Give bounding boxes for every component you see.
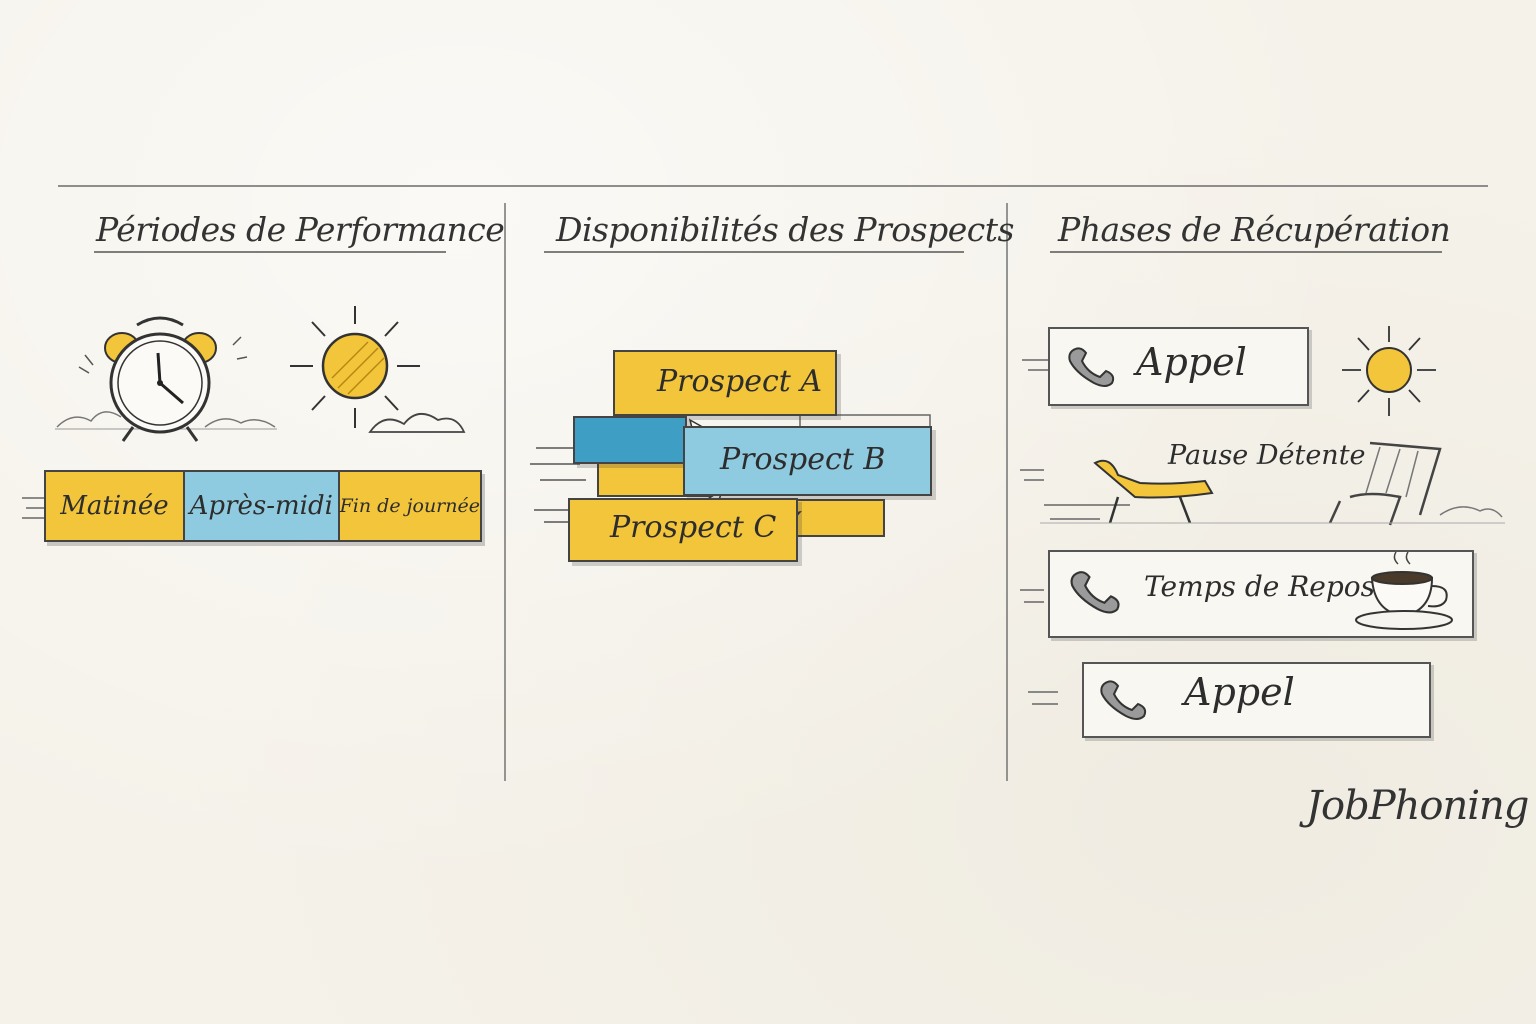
rest-label: Temps de Repos — [1144, 570, 1376, 603]
column-divider-1 — [504, 203, 506, 781]
title-underline — [544, 251, 964, 253]
prospect-block-c — [568, 498, 798, 562]
sun-icon — [1342, 326, 1436, 416]
timeline-segment-evening: Fin de journée — [337, 472, 480, 540]
segment-label: Après-midi — [189, 491, 333, 521]
speed-lines-icon — [1020, 359, 1058, 705]
title-underline — [94, 251, 446, 253]
segment-label: Matinée — [60, 491, 169, 521]
call-label-1: Appel — [1136, 340, 1247, 384]
phone-icon — [1100, 680, 1147, 720]
phone-icon — [1068, 347, 1115, 387]
prospect-label-c: Prospect C — [610, 510, 777, 545]
column-divider-2 — [1006, 203, 1008, 781]
performance-timeline: Matinée Après-midi Fin de journée — [44, 470, 482, 542]
column-title-recovery: Phases de Récupération — [1058, 210, 1451, 249]
column-title-prospects: Disponibilités des Prospects — [556, 210, 1014, 249]
prospect-block-a — [613, 350, 837, 416]
pause-label: Pause Détente — [1168, 440, 1366, 471]
deck-chairs-icon — [1040, 441, 1505, 526]
call-label-2: Appel — [1184, 670, 1295, 714]
call-block-1 — [1048, 327, 1309, 406]
timeline-segment-afternoon: Après-midi — [182, 472, 338, 540]
coffee-cup-icon — [1355, 551, 1453, 630]
sun-icon — [290, 306, 466, 433]
prospect-block-b-left — [573, 416, 687, 464]
brand-logo: JobPhoning — [1306, 783, 1529, 829]
column-title-performance: Périodes de Performance — [96, 210, 505, 249]
prospect-label-b: Prospect B — [720, 442, 886, 477]
prospect-label-a: Prospect A — [657, 364, 822, 399]
timeline-segment-morning: Matinée — [46, 472, 183, 540]
top-rule — [58, 185, 1488, 187]
prospect-block-b — [683, 426, 932, 496]
alarm-clock-icon — [55, 316, 277, 442]
title-underline — [1050, 251, 1442, 253]
speed-lines-icon — [22, 497, 44, 519]
phone-icon — [1070, 571, 1120, 614]
call-block-2 — [1082, 662, 1431, 738]
segment-label: Fin de journée — [339, 495, 480, 517]
